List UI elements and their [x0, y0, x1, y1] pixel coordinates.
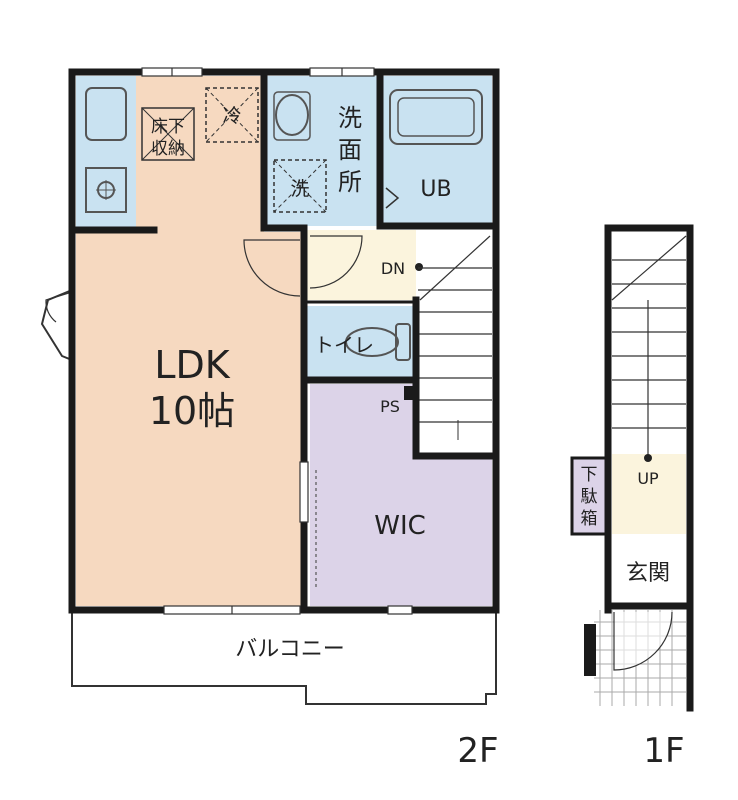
washbasin-icon: [275, 94, 309, 136]
unit-bath-label: UB: [420, 177, 451, 202]
fridge-label: 冷: [222, 105, 241, 127]
hallway: [306, 230, 416, 300]
entry-door-frame: [584, 624, 596, 676]
floor-label-2f: 2F: [457, 731, 498, 771]
up-label: UP: [637, 469, 659, 488]
entry-door-swing: [613, 611, 673, 671]
hall-door-swing: [309, 235, 363, 289]
toilet-label: トイレ: [314, 333, 374, 357]
washroom-label-2: 面: [338, 136, 362, 164]
bath-door: [385, 187, 400, 209]
storage-label-2: 収納: [151, 139, 185, 159]
walls-1f: [604, 224, 694, 712]
ldk-door-swing: [243, 239, 301, 297]
bathtub-icon: [389, 89, 483, 145]
genkan-label: 玄関: [626, 561, 670, 586]
stairs-2f-treads: [418, 235, 492, 423]
storage-label-1: 床下: [151, 117, 185, 137]
stairs-1f-treads: [611, 235, 687, 456]
ldk-room: [136, 76, 264, 232]
shoe-cabinet-label-1: 下: [581, 465, 598, 485]
washroom-label-3: 所: [338, 168, 362, 196]
balcony-label: バルコニー: [235, 637, 345, 662]
toilet-icon: [345, 327, 399, 357]
stairs-1f: [612, 232, 686, 454]
entry-hall-1f: [612, 454, 686, 534]
balcony: [71, 611, 497, 705]
washer-label: 洗: [290, 178, 309, 200]
down-label: DN: [381, 259, 405, 278]
fridge-space: [205, 87, 259, 143]
floor-label-1f: 1F: [643, 731, 684, 771]
stove-icon: [85, 167, 127, 213]
wic-label: WIC: [374, 511, 426, 541]
ps-label: PS: [380, 397, 400, 416]
ldk-label-1: LDK: [154, 343, 230, 387]
washroom-label-1: 洗: [338, 104, 362, 132]
underfloor-storage: [141, 107, 195, 161]
sink-icon: [85, 87, 127, 141]
stairs-2f: [418, 232, 492, 454]
ldk-room-lower: [76, 232, 304, 606]
washer-space: [273, 159, 327, 213]
ldk-label-2: 10帖: [149, 389, 235, 433]
shoe-cabinet: [570, 456, 608, 536]
shoe-cabinet-label-2: 駄: [581, 487, 598, 507]
shoe-cabinet-label-3: 箱: [581, 509, 598, 529]
